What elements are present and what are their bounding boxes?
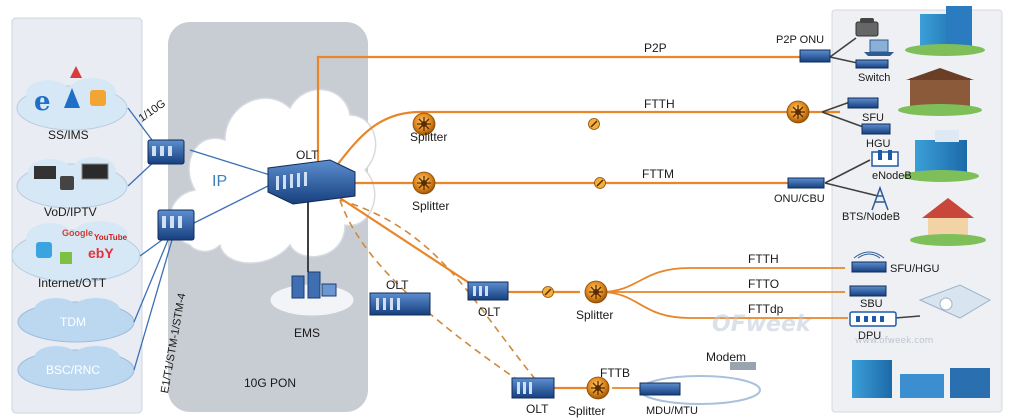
building-house-icon [910,198,986,246]
ems-server [269,271,355,317]
label-ftth-2: FTTH [748,252,779,266]
watermark-brand: OFweek [712,312,811,337]
label-olt-4: OLT [526,402,549,416]
multi-connector [541,285,555,299]
laptop-icon [864,39,894,56]
olt-fourth [511,377,555,399]
vod-iptv-cloud [16,157,128,209]
label-internet-ott: Internet/OTT [38,276,107,290]
olt-main [267,159,356,205]
label-p2p: P2P [644,41,667,55]
label-fttm: FTTM [642,167,674,181]
phone-icon [855,18,879,37]
label-splitter-2: Splitter [412,199,450,213]
sfu-hgu-device [851,251,887,273]
ott-logo-youtube: YouTube [94,233,128,242]
splitter-fttm [412,171,436,195]
label-splitter-3: Splitter [576,308,614,322]
label-splitter-4: Splitter [568,404,606,418]
olt-third [467,281,509,301]
label-vod-iptv: VoD/IPTV [44,205,97,219]
label-mdu-mtu: MDU/MTU [646,405,698,417]
building-tower-icon [852,360,990,398]
label-sfu: SFU [862,112,884,124]
building-apartment-icon [898,68,982,116]
bts-tower-icon [871,185,889,211]
svg-text:e: e [34,87,51,117]
sbu-device [849,285,887,297]
watermark-site: www.ofweek.com [855,336,934,346]
label-fttdp: FTTdp [748,302,784,316]
splitter-multi [584,280,608,304]
label-sfu-hgu: SFU/HGU [890,263,940,275]
label-bts-nodeb: BTS/NodeB [842,211,901,223]
label-ftto: FTTO [748,277,780,291]
building-hospital-icon [903,130,979,182]
label-fttb: FTTB [600,366,630,380]
label-onu-cbu: ONU/CBU [774,193,825,205]
internet-ott-cloud: Google YouTube ebY [11,221,141,283]
p2p-onu-device [799,49,831,63]
enodeb-device [871,150,899,167]
splitter-fttb [586,376,610,400]
ott-logo-google: Google [62,228,93,238]
fttm-connector [593,176,607,190]
label-modem: Modem [706,350,747,364]
label-olt-2: OLT [386,278,409,292]
dpu-device [849,311,897,327]
label-dpu: DPU [858,330,882,342]
gateway-router-upper [147,139,185,165]
ftth-remote-splitter [786,100,810,124]
label-enodeb: eNodeB [872,170,912,182]
label-ss-ims: SS/IMS [48,128,89,142]
label-ems: EMS [294,326,321,340]
label-olt-main: OLT [296,148,319,162]
label-p2p-onu: P2P ONU [776,34,825,46]
label-bsc-rnc: BSC/RNC [46,363,101,377]
building-office-icon [905,6,985,56]
gateway-router-lower [157,209,195,241]
switch-device [855,59,889,69]
label-tdm: TDM [60,315,86,329]
label-10g-pon: 10G PON [244,376,297,390]
ftth-connector [587,117,601,131]
label-switch: Switch [858,72,891,84]
label-olt-3: OLT [478,305,501,319]
ss-ims-cloud: e [16,66,128,131]
label-ftth: FTTH [644,97,675,111]
label-ip: IP [212,173,228,190]
hgu-device [861,123,891,135]
olt-second [369,292,431,316]
onu-cbu-device [787,177,825,189]
building-home-network-icon [918,284,992,319]
tdm-cloud [17,298,135,343]
sfu-device [847,97,879,109]
bsc-rnc-cloud [17,346,135,391]
modem-device [730,362,756,370]
mdu-mtu-device [639,375,761,405]
label-hgu: HGU [866,138,891,150]
label-sbu: SBU [860,298,883,310]
label-splitter-1: Splitter [410,130,448,144]
ott-logo-ebay: ebY [88,245,114,261]
